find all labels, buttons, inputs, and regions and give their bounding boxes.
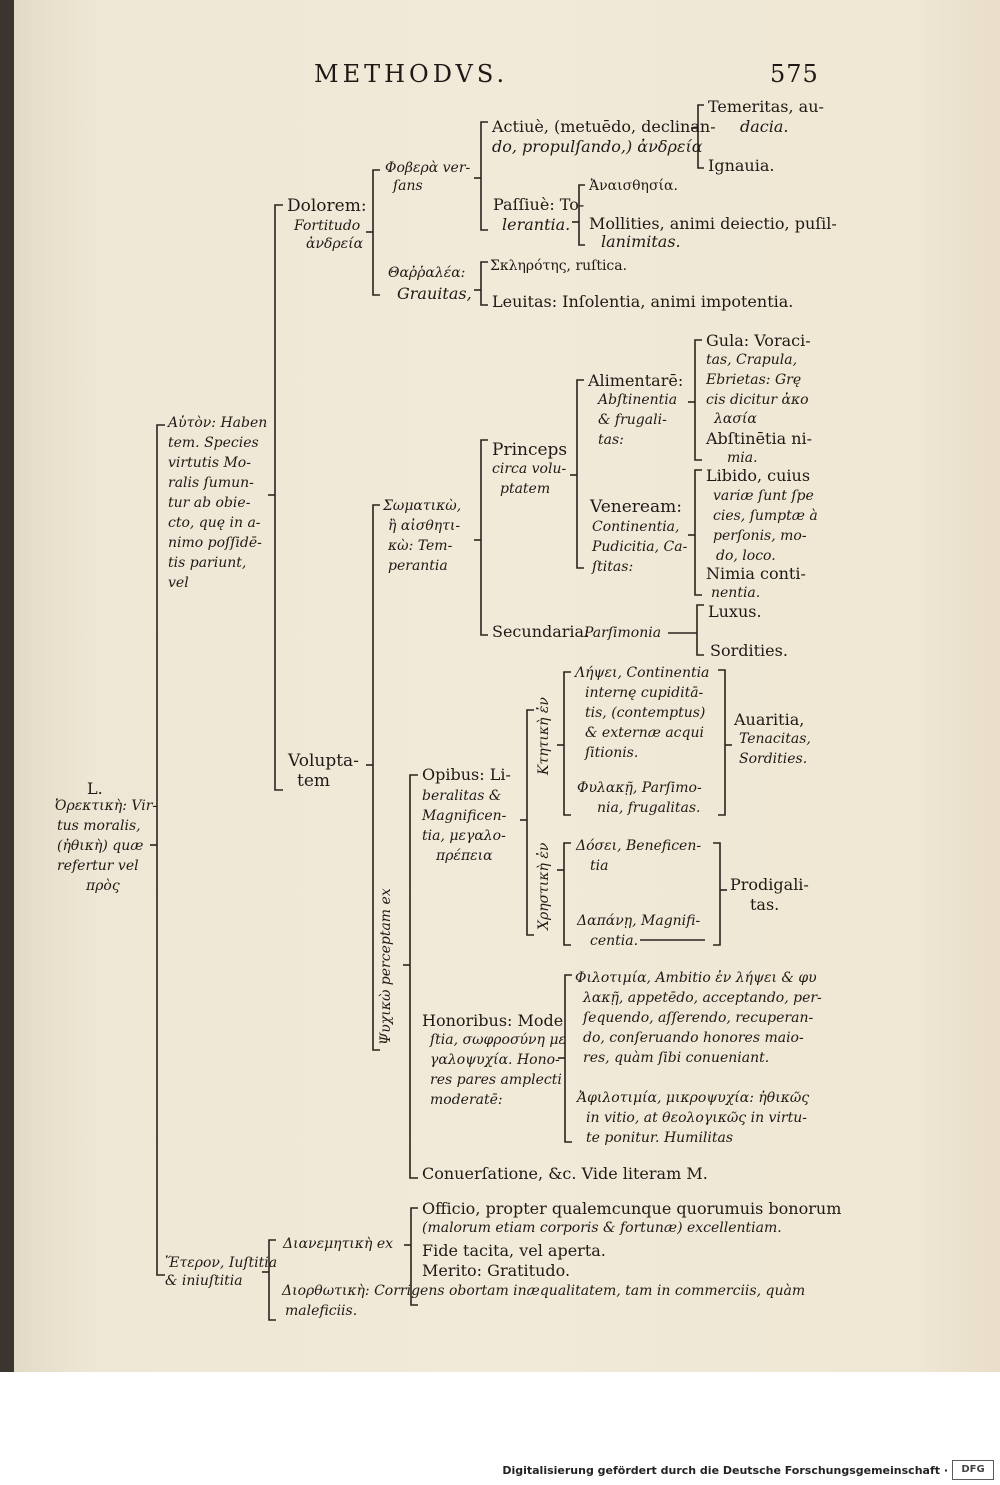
dfg-logo: DFG (952, 1460, 994, 1480)
page-title: METHODVS. (314, 60, 509, 88)
bracket-lines (150, 104, 732, 1321)
page-number: 575 (770, 60, 819, 88)
voluptatem-label: Volupta- (288, 751, 359, 771)
dolorem-label: Dolorem: (287, 196, 367, 216)
book-page (14, 0, 1000, 1372)
bracket-root (156, 424, 165, 1276)
bracket-voluptatem (372, 504, 380, 1051)
footer-credit: Digitalisierung gefördert durch die Deut… (502, 1464, 948, 1477)
psych-vertical: Ψυχικὼ perceptam ex (378, 888, 394, 1045)
bracket-auton (274, 204, 283, 791)
footer-bar: Digitalisierung gefördert durch die Deut… (0, 1372, 1000, 1485)
bracket-dolorem (372, 169, 380, 296)
